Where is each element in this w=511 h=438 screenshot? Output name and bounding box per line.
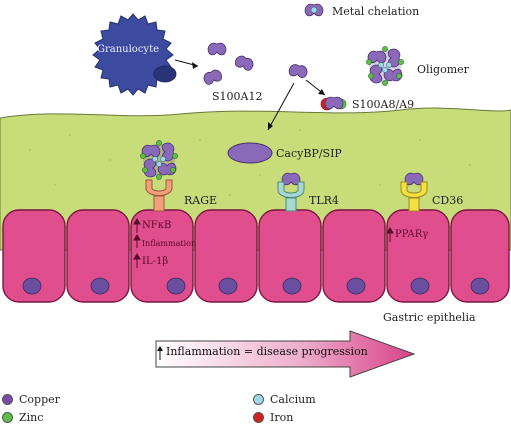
copper-dot-icon <box>2 394 13 405</box>
cd36-label: CD36 <box>432 194 464 207</box>
epithelial-cell <box>2 209 66 303</box>
lumen-texture <box>29 129 471 196</box>
granulocyte <box>92 13 177 96</box>
progression-arrow <box>155 330 416 378</box>
oligomer-icon <box>366 46 403 85</box>
epithelial-cell <box>322 209 386 303</box>
lumen-layer <box>0 107 511 251</box>
granulocyte-label: Granulocyte <box>97 44 160 55</box>
cd36-receptor <box>400 172 428 212</box>
rage-receptor <box>140 140 177 212</box>
inflammation-cell-label: Inflammation <box>142 239 197 248</box>
epithelial-cell <box>450 209 510 303</box>
epithelial-cell <box>194 209 258 303</box>
metal-chelation-icon <box>304 3 324 17</box>
legend-copper: Copper <box>2 393 60 406</box>
nuclei <box>22 277 490 295</box>
legend-calcium: Calcium <box>253 393 316 406</box>
epithelial-cell <box>66 209 130 303</box>
s100a8a9-label: S100A8/A9 <box>352 98 415 111</box>
progression-label: Inflammation = disease progression <box>166 345 368 358</box>
nfkb-label: NFκB <box>142 220 172 231</box>
ppar-label: PPARγ <box>395 229 429 240</box>
gastric-epithelia-label: Gastric epithelia <box>383 311 476 324</box>
legend-zinc: Zinc <box>2 411 43 424</box>
s100a12-label: S100A12 <box>212 90 263 103</box>
zinc-dot-icon <box>2 412 13 423</box>
s100a8a9-complex <box>320 96 347 111</box>
tlr4-label: TLR4 <box>309 194 339 207</box>
tlr4-receptor <box>277 172 305 212</box>
iron-dot-icon <box>253 412 264 423</box>
epithelial-cells <box>2 209 510 303</box>
up-arrow-icon <box>157 346 163 360</box>
cacybp-label: CacyBP/SIP <box>276 147 342 160</box>
s100a12-monomers <box>201 42 309 86</box>
legend-iron: Iron <box>253 411 293 424</box>
il1b-label: IL-1β <box>142 256 169 267</box>
calcium-dot-icon <box>253 394 264 405</box>
oligomer-label: Oligomer <box>417 63 469 76</box>
cacybp-protein <box>227 142 273 164</box>
rage-label: RAGE <box>184 194 218 207</box>
metal-chelation-label: Metal chelation <box>332 5 420 18</box>
up-arrow-icon <box>133 218 394 268</box>
